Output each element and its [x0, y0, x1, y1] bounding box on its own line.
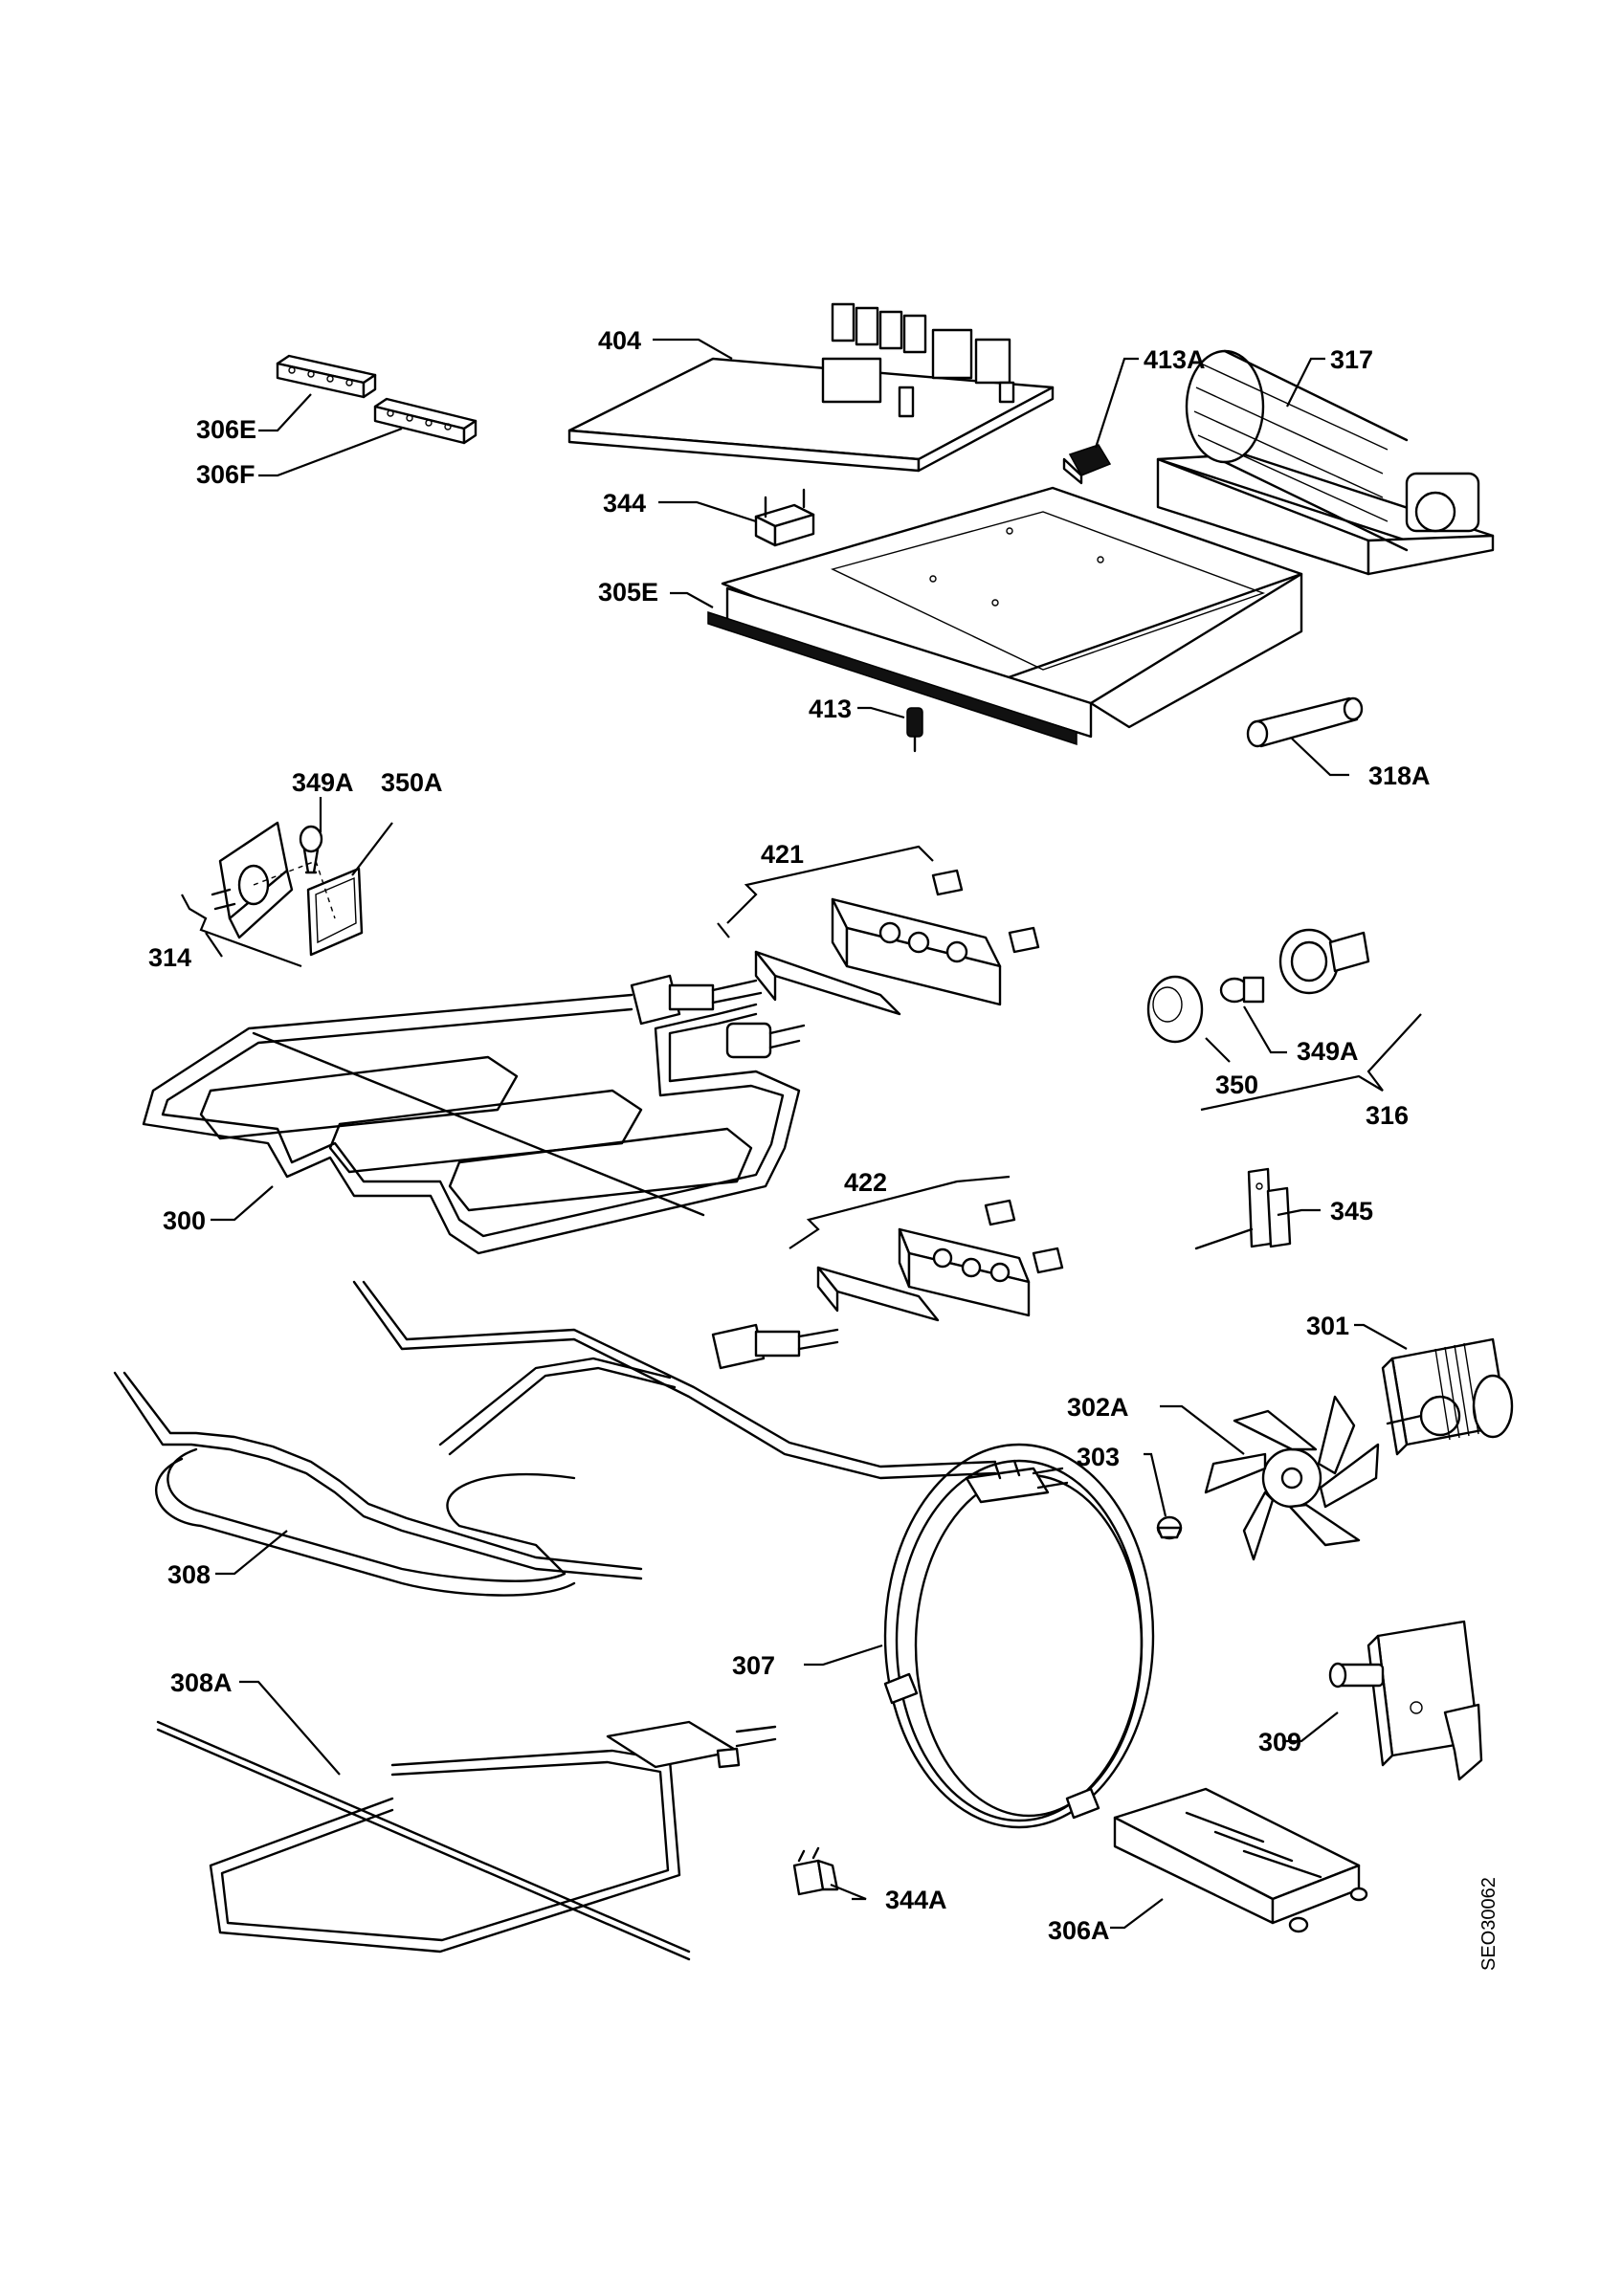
label-306E: 306E: [196, 415, 256, 444]
label-421: 421: [761, 840, 804, 869]
part-404-control-board[interactable]: [567, 302, 1055, 473]
part-labels: 404 413A 317 306E 306F 344 305E 413 318A…: [148, 326, 1500, 1971]
part-303-nut[interactable]: [1156, 1515, 1183, 1540]
part-422-terminal-block[interactable]: [816, 1199, 1064, 1322]
part-421-terminal-block[interactable]: [754, 869, 1040, 1016]
label-349A-right: 349A: [1297, 1037, 1359, 1066]
label-307: 307: [732, 1651, 775, 1680]
label-314: 314: [148, 943, 191, 972]
part-309-thermostat[interactable]: [1328, 1620, 1483, 1781]
part-308-bottom-element[interactable]: [113, 1280, 997, 1597]
label-308A: 308A: [170, 1668, 233, 1697]
label-306F: 306F: [196, 460, 256, 489]
part-306E-terminal-strip[interactable]: [276, 354, 377, 399]
part-413A-knob[interactable]: [1062, 444, 1112, 485]
label-344: 344: [603, 489, 646, 518]
label-413: 413: [809, 695, 852, 723]
part-305E-top-cover[interactable]: [707, 486, 1303, 746]
part-301-fan-motor[interactable]: [1381, 1337, 1514, 1456]
label-350A: 350A: [381, 768, 443, 797]
part-317-tangential-fan[interactable]: [1156, 349, 1495, 576]
part-300-grill-element[interactable]: [142, 974, 806, 1255]
label-404: 404: [598, 326, 641, 355]
label-302A: 302A: [1067, 1393, 1129, 1422]
part-349A-lamp-bulb-right[interactable]: [1219, 976, 1265, 1004]
label-303: 303: [1077, 1443, 1120, 1471]
label-350: 350: [1215, 1071, 1258, 1099]
label-413A: 413A: [1144, 345, 1206, 374]
label-309: 309: [1258, 1728, 1301, 1756]
label-317: 317: [1330, 345, 1373, 374]
part-344-relay[interactable]: [754, 488, 815, 547]
part-318A-sleeve[interactable]: [1246, 696, 1364, 748]
label-422: 422: [844, 1168, 887, 1197]
part-306A-cover[interactable]: [1113, 1787, 1368, 1933]
drawing-code: SEO30062: [1478, 1877, 1500, 1971]
part-314-lamp-assembly[interactable]: [211, 821, 294, 939]
part-307-circular-element[interactable]: [883, 1443, 1155, 1829]
leader-lines: [181, 338, 1422, 1930]
label-305E: 305E: [598, 578, 658, 607]
part-345-temperature-sensor[interactable]: [1194, 1167, 1292, 1250]
label-318A: 318A: [1368, 762, 1431, 790]
part-306F-terminal-strip[interactable]: [373, 397, 478, 445]
part-350A-lamp-glass[interactable]: [306, 867, 364, 957]
label-316: 316: [1366, 1101, 1409, 1130]
part-344A-relay[interactable]: [792, 1846, 839, 1896]
label-349A-top: 349A: [292, 768, 354, 797]
part-413-screw[interactable]: [906, 707, 923, 753]
label-301: 301: [1306, 1312, 1349, 1340]
label-345: 345: [1330, 1197, 1373, 1225]
label-300: 300: [163, 1206, 206, 1235]
part-349A-lamp-bulb-top[interactable]: [299, 825, 323, 874]
part-316-lamp-holder[interactable]: [1278, 928, 1370, 995]
part-302A-fan-wheel[interactable]: [1204, 1395, 1380, 1561]
part-308A-base-element[interactable]: [156, 1720, 777, 1961]
label-308: 308: [167, 1560, 211, 1589]
part-350-lamp-glass-round[interactable]: [1146, 975, 1204, 1044]
label-306A: 306A: [1048, 1916, 1110, 1945]
label-344A: 344A: [885, 1886, 947, 1914]
